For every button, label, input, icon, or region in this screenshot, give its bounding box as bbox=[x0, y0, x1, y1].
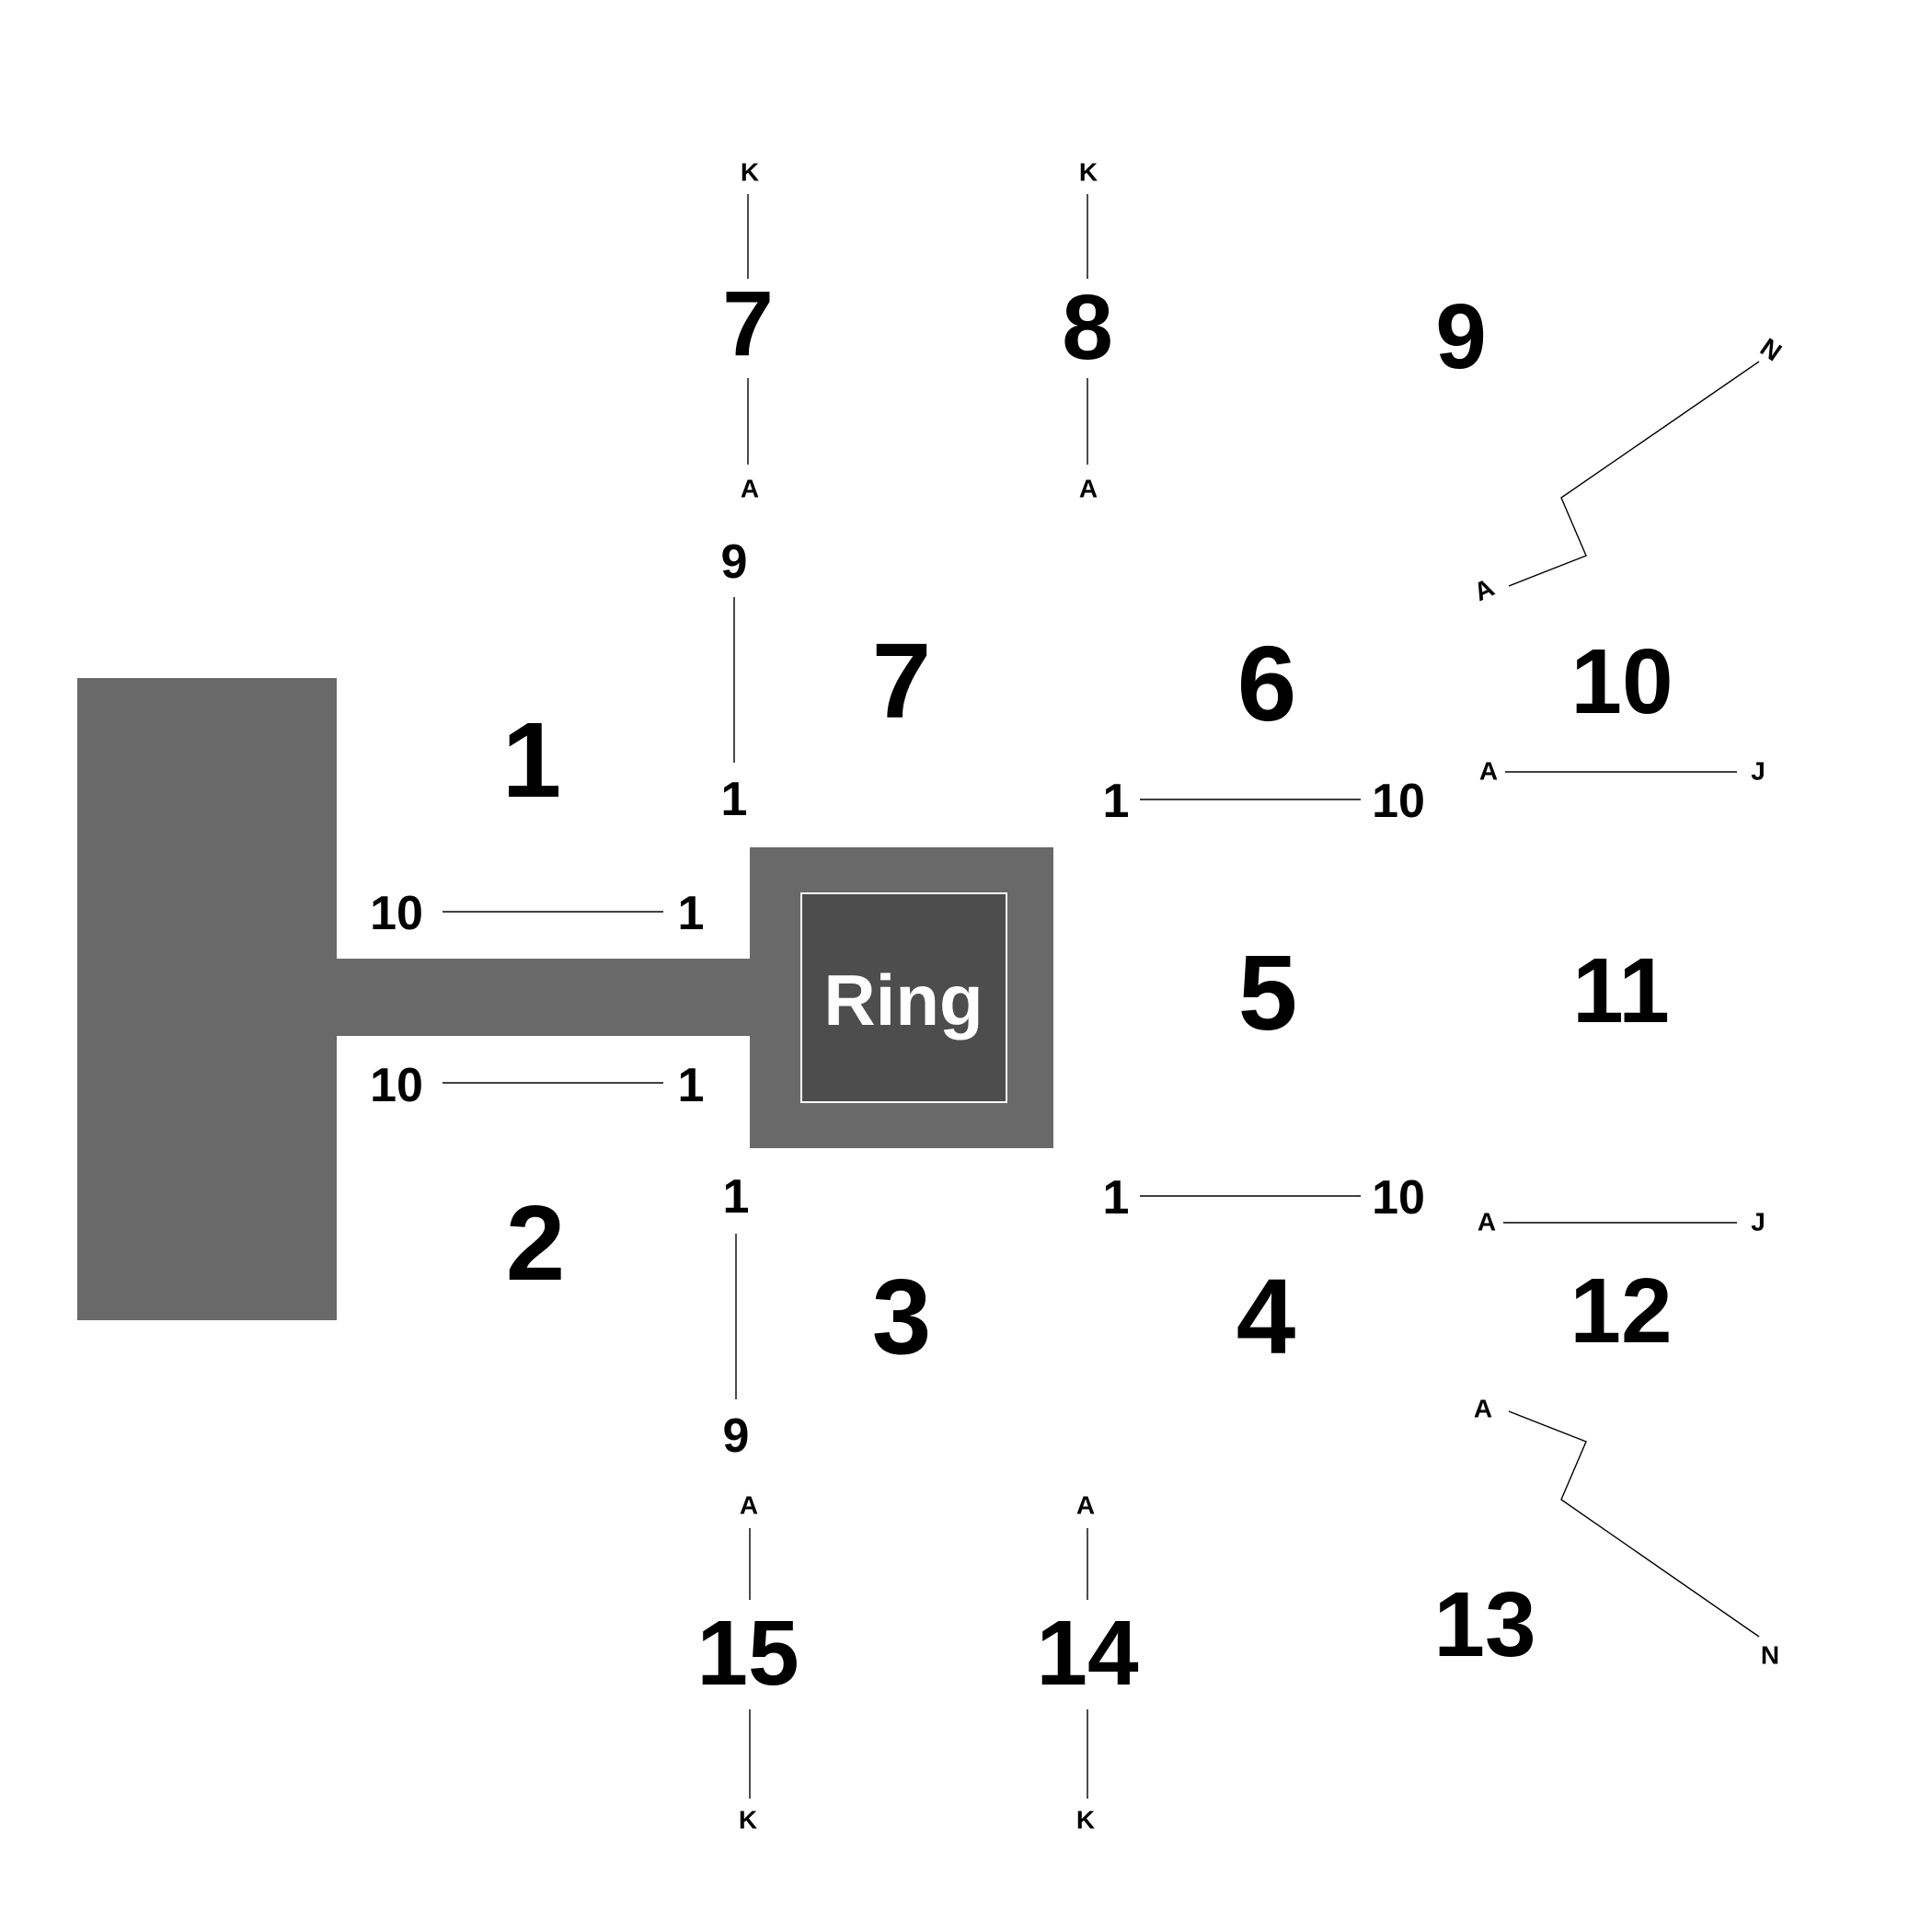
up15-row-end: K bbox=[739, 1806, 757, 1834]
sec3-seat-start: 1 bbox=[723, 1170, 750, 1224]
upper-section-13-label[interactable]: 13 bbox=[1433, 1573, 1535, 1676]
ring[interactable]: Ring bbox=[750, 847, 1053, 1148]
section-3-label[interactable]: 3 bbox=[872, 1257, 932, 1376]
ring-canvas bbox=[800, 892, 1007, 1103]
section-4-label[interactable]: 4 bbox=[1236, 1257, 1296, 1376]
sec3-seat-end: 9 bbox=[723, 1409, 750, 1463]
up8-row-end: K bbox=[1079, 158, 1098, 187]
sec12-row-start: A bbox=[1478, 1208, 1496, 1236]
upper-section-14-label[interactable]: 14 bbox=[1036, 1602, 1139, 1705]
section-5-label[interactable]: 5 bbox=[1238, 933, 1298, 1052]
sec10-row-end: J bbox=[1751, 757, 1765, 786]
up7-row-end: K bbox=[741, 158, 759, 187]
sec1-seat-end: 10 bbox=[370, 887, 423, 940]
sec7-seat-end: 9 bbox=[721, 535, 748, 589]
ring-label: Ring bbox=[823, 960, 983, 1041]
section-12-label[interactable]: 12 bbox=[1570, 1259, 1672, 1363]
section-2-label[interactable]: 2 bbox=[506, 1183, 566, 1303]
up14-row-start: A bbox=[1076, 1491, 1095, 1520]
up9-row-end: N bbox=[1755, 333, 1787, 367]
upper-section-8-label[interactable]: 8 bbox=[1062, 276, 1113, 379]
row-ranges: K A K A N A A J A J A N A K A K bbox=[739, 158, 1787, 1834]
section-7-label[interactable]: 7 bbox=[872, 621, 932, 741]
upper-sections: 7 8 9 13 14 15 bbox=[696, 272, 1535, 1705]
sec4-seat-start: 1 bbox=[1103, 1171, 1130, 1225]
sec2-seat-start: 1 bbox=[678, 1059, 705, 1112]
up13-row-end: N bbox=[1761, 1641, 1779, 1670]
up13-row-line bbox=[1508, 1410, 1760, 1638]
sec6-seat-end: 10 bbox=[1372, 775, 1425, 828]
sec6-seat-start: 1 bbox=[1103, 775, 1130, 828]
up8-row-start: A bbox=[1079, 475, 1098, 503]
upper-section-15-label[interactable]: 15 bbox=[696, 1602, 799, 1705]
up9-row-start: A bbox=[1469, 573, 1498, 607]
section-11-label[interactable]: 11 bbox=[1572, 939, 1670, 1042]
upper-section-7-label[interactable]: 7 bbox=[722, 272, 774, 375]
sec4-seat-end: 10 bbox=[1372, 1171, 1425, 1225]
section-1-label[interactable]: 1 bbox=[502, 700, 562, 820]
sec12-row-end: J bbox=[1751, 1208, 1765, 1236]
sec1-seat-start: 1 bbox=[678, 887, 705, 940]
up7-row-start: A bbox=[741, 475, 759, 503]
upper-section-9-label[interactable]: 9 bbox=[1435, 285, 1487, 388]
sec10-row-start: A bbox=[1479, 757, 1498, 786]
sec7-seat-start: 1 bbox=[721, 773, 748, 826]
seat-ranges: 10 1 10 1 9 1 1 9 1 10 1 10 bbox=[370, 535, 1425, 1463]
stage-block bbox=[77, 678, 337, 1320]
floor-sections: 1 2 3 4 5 6 7 10 11 12 bbox=[502, 621, 1673, 1376]
runway bbox=[337, 959, 753, 1036]
sec2-seat-end: 10 bbox=[370, 1059, 423, 1112]
up15-row-start: A bbox=[740, 1491, 758, 1520]
up9-row-line bbox=[1508, 361, 1760, 587]
section-10-label[interactable]: 10 bbox=[1570, 630, 1673, 733]
up14-row-end: K bbox=[1076, 1806, 1095, 1834]
section-6-label[interactable]: 6 bbox=[1237, 624, 1297, 743]
up13-row-start: A bbox=[1474, 1395, 1492, 1423]
stage[interactable] bbox=[77, 678, 753, 1320]
